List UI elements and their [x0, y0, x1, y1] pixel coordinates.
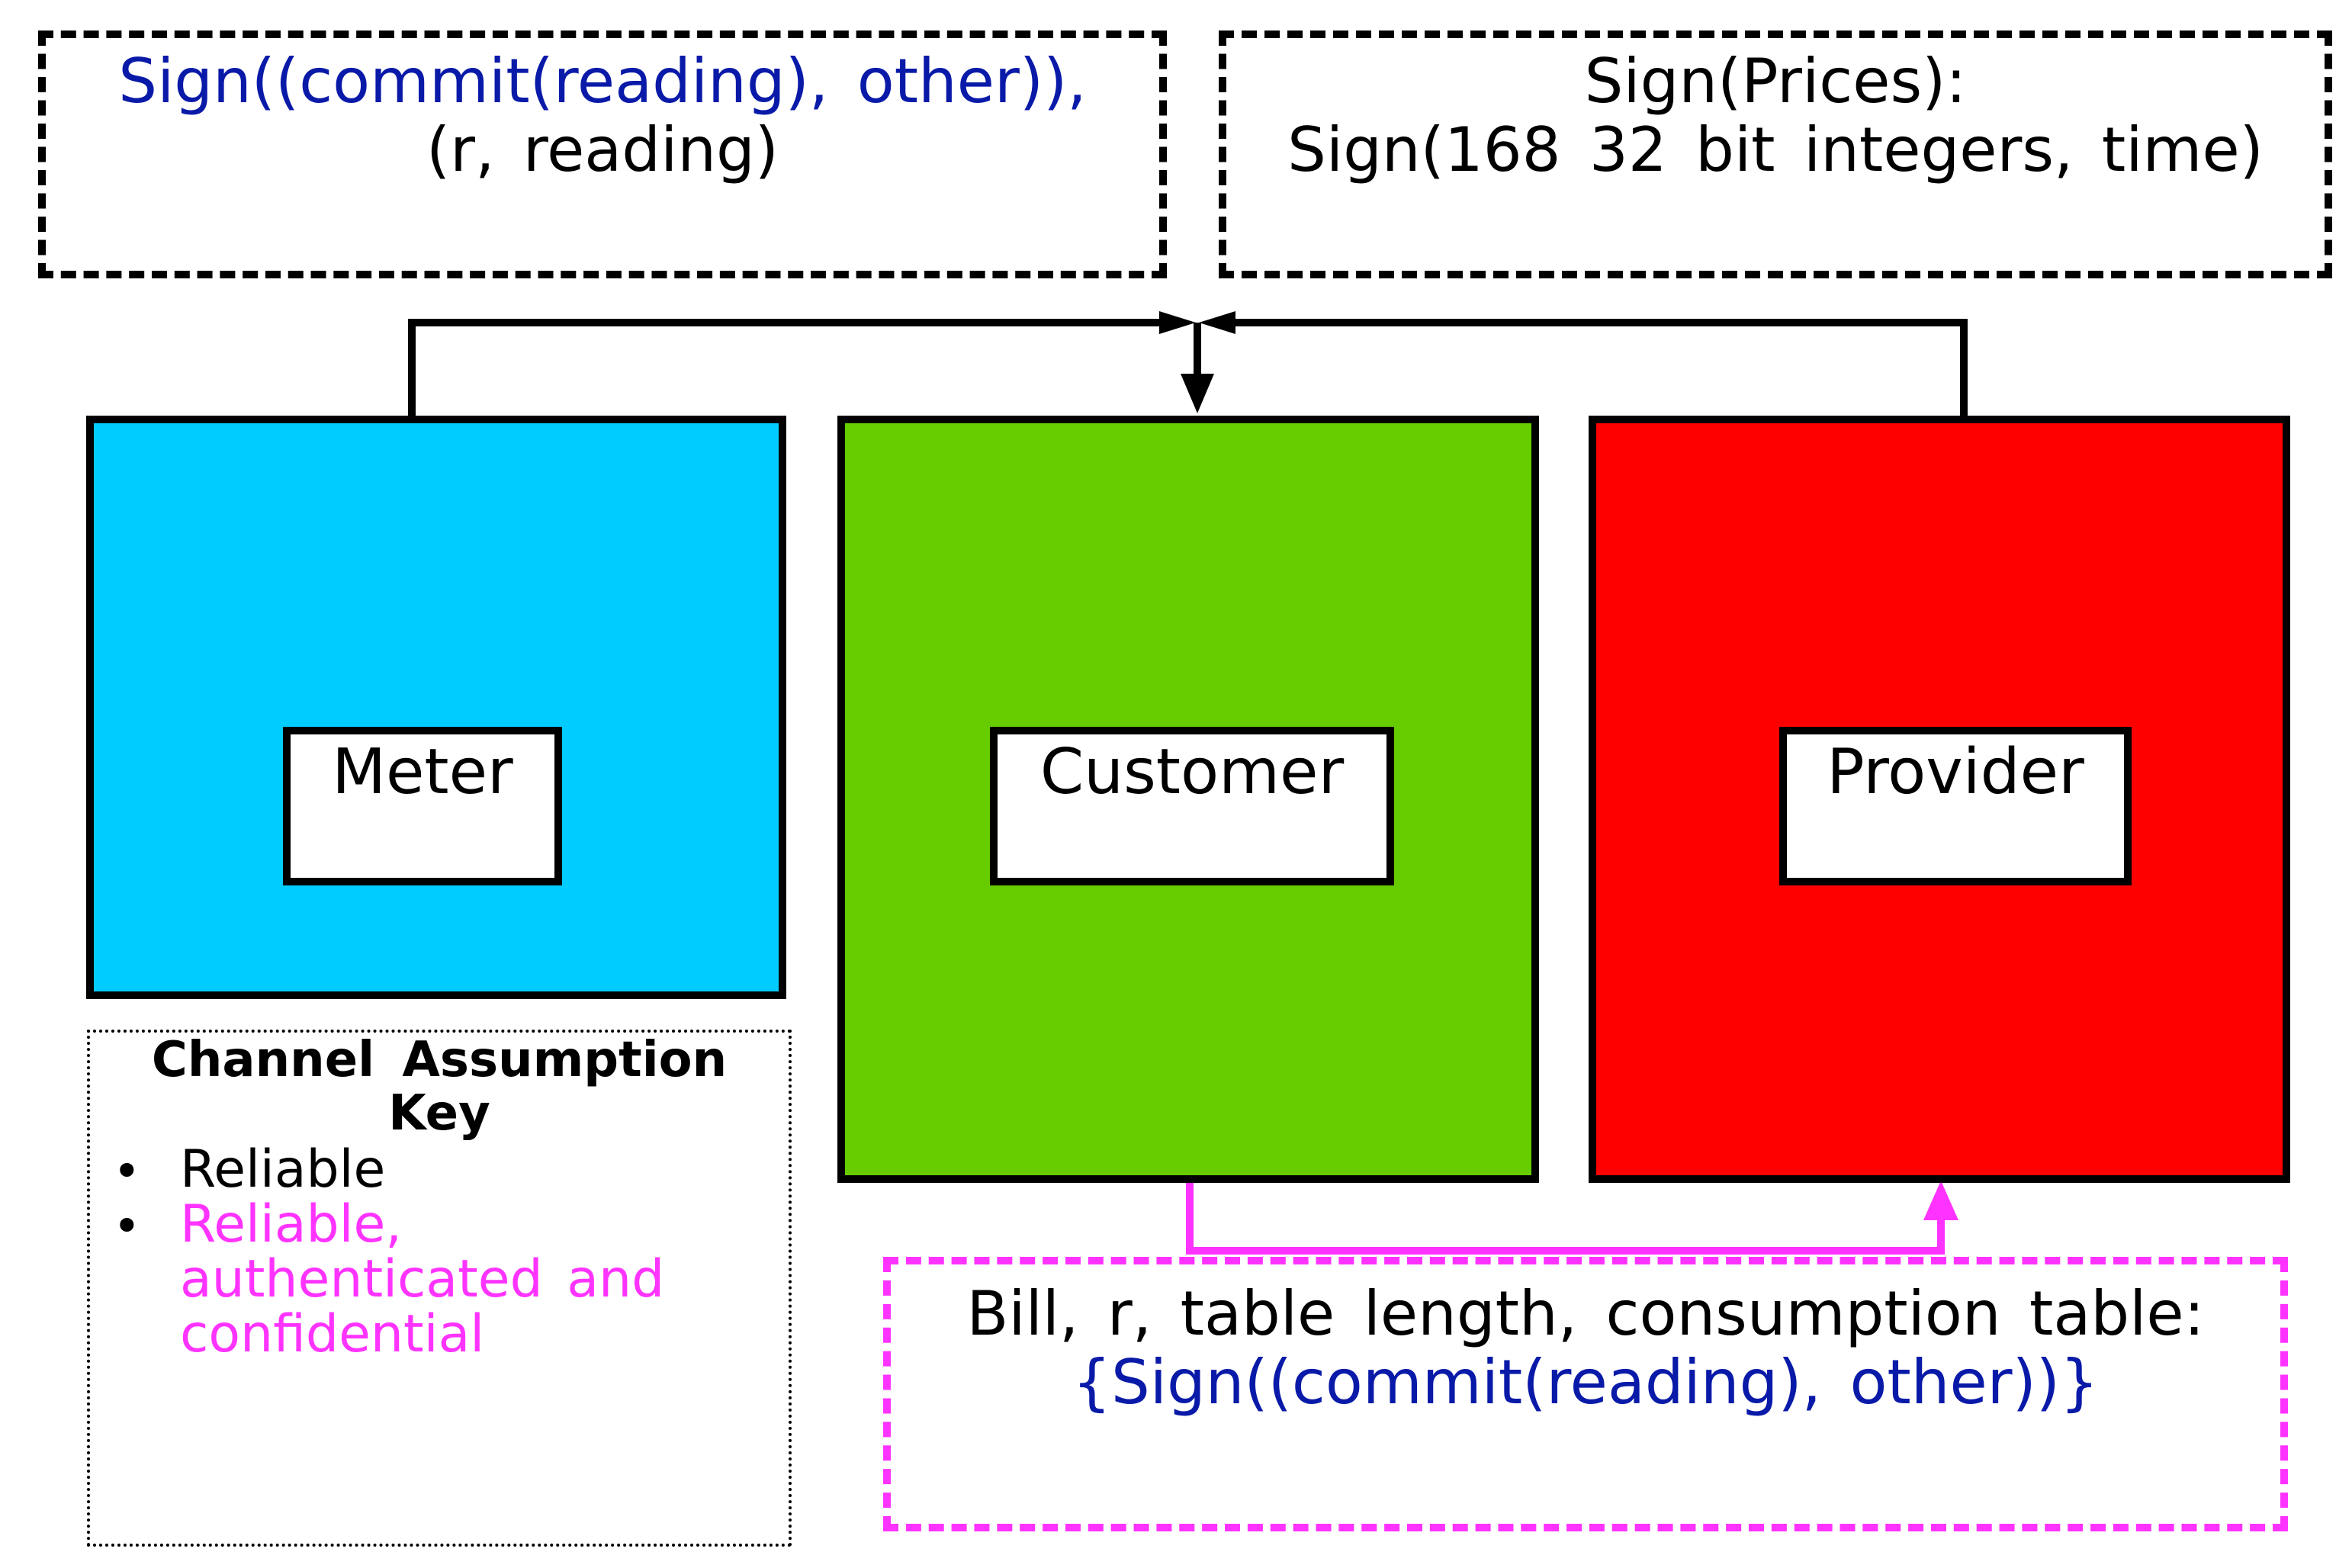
customer-arrowhead: [1181, 374, 1214, 413]
meter-message-box: Sign((commit(reading), other)), (r, read…: [38, 31, 1167, 278]
key-item-secure-line3: confidential: [180, 1304, 485, 1364]
provider-message-line2: Sign(168 32 bit integers, time): [1287, 114, 2264, 185]
customer-message-line1: Bill, r, table length, consumption table…: [966, 1278, 2205, 1349]
key-bullet-reliable: •: [113, 1143, 141, 1199]
provider-arrowhead: [1199, 311, 1235, 334]
customer-message-box: Bill, r, table length, consumption table…: [883, 1257, 2288, 1531]
meter-signed-commit: Sign((commit(reading), other)),: [118, 46, 1087, 117]
meter-message-line2: (r, reading): [426, 114, 779, 185]
channel-key-box: Channel Assumption Key • Reliable • Reli…: [87, 1030, 792, 1547]
meter-channel-line: [408, 319, 1163, 416]
provider-label: Provider: [1779, 727, 2132, 885]
meter-label: Meter: [283, 727, 562, 885]
meter-message-line1: Sign((commit(reading), other)),: [46, 47, 1159, 116]
secure-channel-arrowhead: [1923, 1181, 1958, 1220]
customer-label: Customer: [990, 727, 1394, 885]
provider-message-box: Sign(Prices): Sign(168 32 bit integers, …: [1219, 31, 2332, 278]
key-item-secure-line1: Reliable,: [180, 1194, 402, 1255]
provider-channel-line: [1232, 319, 1968, 416]
key-bullet-secure: •: [113, 1198, 141, 1254]
key-title-line1: Channel Assumption: [151, 1032, 728, 1088]
secure-channel-line: [1186, 1181, 1945, 1255]
key-item-reliable: Reliable: [180, 1139, 386, 1200]
meter-arrowhead: [1159, 311, 1196, 334]
key-item-secure-line2: authenticated and: [180, 1249, 665, 1309]
meter-box: Meter: [86, 416, 786, 999]
provider-message-line1: Sign(Prices):: [1584, 46, 1967, 117]
customer-message-line2: {Sign((commit(reading), other))}: [1072, 1347, 2099, 1418]
key-title-line2: Key: [388, 1085, 490, 1142]
customer-box: Customer: [837, 416, 1539, 1183]
provider-box: Provider: [1589, 416, 2290, 1183]
